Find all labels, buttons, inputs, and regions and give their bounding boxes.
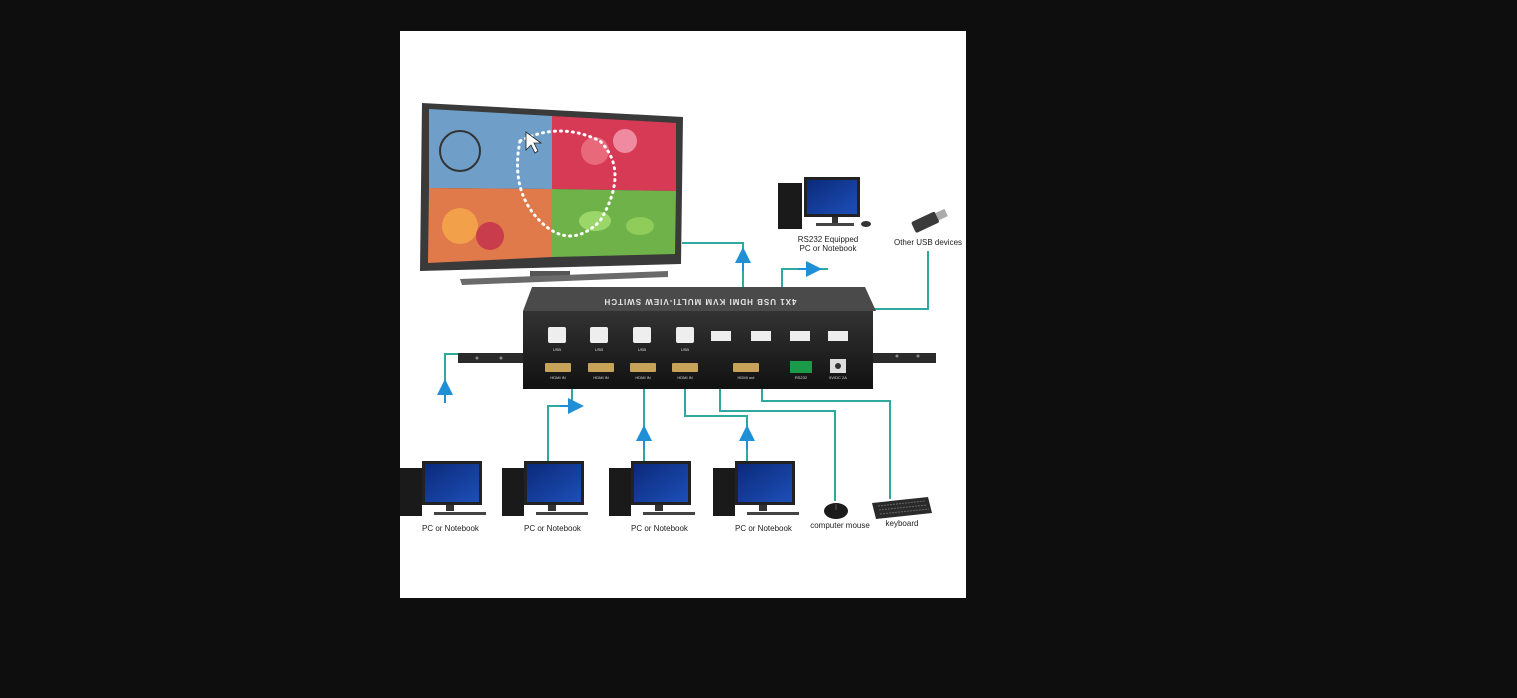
keyboard (872, 497, 932, 519)
pc-2 (502, 461, 588, 516)
usb-port-label: USB (553, 347, 562, 352)
usb-stick (911, 208, 948, 233)
pc-1-label: PC or Notebook (422, 524, 480, 533)
pc-2-label: PC or Notebook (524, 524, 582, 533)
tv-monitor (420, 103, 683, 285)
hdmi-in-label: HDMI IN (677, 375, 692, 380)
product-image: 4X1 USB HDMI KVM MULTI-VIEW SWITCH USB U… (400, 31, 966, 598)
rs232-terminal (790, 361, 812, 373)
usb-b-ports: USB USB USB USB (548, 327, 694, 352)
mouse-label: computer mouse (810, 521, 870, 530)
keyboard-label: keyboard (886, 519, 919, 528)
kvm-switch: 4X1 USB HDMI KVM MULTI-VIEW SWITCH USB U… (458, 287, 936, 389)
pc-3 (609, 461, 695, 516)
kvm-diagram: 4X1 USB HDMI KVM MULTI-VIEW SWITCH USB U… (400, 103, 962, 533)
switch-title: 4X1 USB HDMI KVM MULTI-VIEW SWITCH (604, 297, 797, 306)
rs232-pc-label-line2: PC or Notebook (800, 244, 858, 253)
pc-4 (713, 461, 799, 516)
usb-port-label: USB (595, 347, 604, 352)
quad-view-screen (428, 109, 676, 263)
power-label: 5V/DC 2A (829, 375, 847, 380)
pc-4-label: PC or Notebook (735, 524, 793, 533)
hdmi-out-port (733, 363, 759, 372)
rs232-label: RS232 (795, 375, 808, 380)
rs232-pc-label-line1: RS232 Equipped (798, 235, 859, 244)
hdmi-in-label: HDMI IN (550, 375, 565, 380)
hdmi-out-label: HDMI out (738, 375, 756, 380)
computer-mouse (824, 503, 848, 519)
rs232-pc (778, 177, 871, 229)
usb-port-label: USB (638, 347, 647, 352)
pc-1 (400, 461, 486, 516)
usb-devices-label: Other USB devices (894, 238, 962, 247)
hdmi-in-label: HDMI IN (635, 375, 650, 380)
hdmi-in-ports: HDMI IN HDMI IN HDMI IN HDMI IN (545, 363, 698, 380)
pc-3-label: PC or Notebook (631, 524, 689, 533)
usb-a-ports (711, 331, 848, 341)
usb-port-label: USB (681, 347, 690, 352)
signal-arrows (437, 247, 822, 449)
hdmi-in-label: HDMI IN (593, 375, 608, 380)
